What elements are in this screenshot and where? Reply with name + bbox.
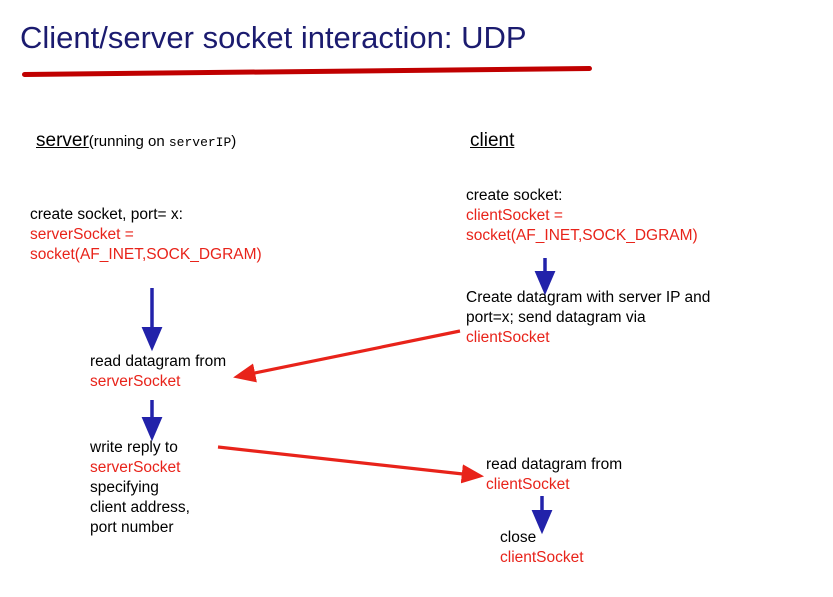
page-title: Client/server socket interaction: UDP (20, 20, 527, 55)
client-create-socket-line-0: create socket: (466, 187, 563, 204)
client-close: close clientSocket (500, 528, 584, 568)
client-create-datagram-line-0: Create datagram with server IP and (466, 289, 711, 306)
client-create-datagram: Create datagram with server IP and port=… (466, 288, 710, 348)
client-read-datagram-line-1: clientSocket (486, 476, 570, 493)
server-header-label: server (36, 130, 89, 151)
client-read-datagram-line-0: read datagram from (486, 456, 623, 473)
client-create-datagram-line-1: port=x; send datagram via (466, 309, 646, 326)
client-create-socket: create socket: clientSocket = socket(AF_… (466, 186, 698, 246)
server-create-socket: create socket, port= x: serverSocket = s… (30, 205, 262, 265)
server-read-datagram-line-0: read datagram from (90, 353, 227, 370)
client-create-socket-line-2: socket(AF_INET,SOCK_DGRAM) (466, 227, 698, 244)
client-header-label: client (470, 130, 515, 151)
server-write-reply: write reply to serverSocket specifying c… (90, 438, 190, 538)
client-close-line-1: clientSocket (500, 549, 584, 566)
server-create-socket-line-1: serverSocket = (30, 226, 134, 243)
server-header-serverip: serverIP (168, 135, 232, 150)
server-create-socket-line-0: create socket, port= x: (30, 206, 183, 223)
arrow-client-datagram-to-server-read (233, 329, 461, 383)
server-write-reply-line-1: serverSocket (90, 459, 181, 476)
client-read-datagram: read datagram from clientSocket (486, 455, 622, 495)
client-create-socket-line-1: clientSocket = (466, 207, 563, 224)
server-header-sub-post: ) (231, 133, 237, 150)
title-underline (21, 66, 592, 77)
client-close-line-0: close (500, 529, 537, 546)
server-read-datagram: read datagram from serverSocket (90, 352, 226, 392)
client-column-header: client (470, 130, 514, 152)
server-write-reply-line-0: write reply to (90, 439, 178, 456)
arrow-server-write-to-client-read (217, 445, 485, 484)
server-read-datagram-line-1: serverSocket (90, 373, 181, 390)
server-write-reply-line-2: specifying (90, 479, 159, 496)
server-write-reply-line-4: port number (90, 519, 174, 536)
server-create-socket-line-2: socket(AF_INET,SOCK_DGRAM) (30, 246, 262, 263)
client-create-datagram-line-2: clientSocket (466, 329, 550, 346)
server-header-sub-pre: (running on (88, 133, 169, 150)
server-write-reply-line-3: client address, (90, 499, 190, 516)
server-column-header: server(running on serverIP) (36, 130, 236, 152)
